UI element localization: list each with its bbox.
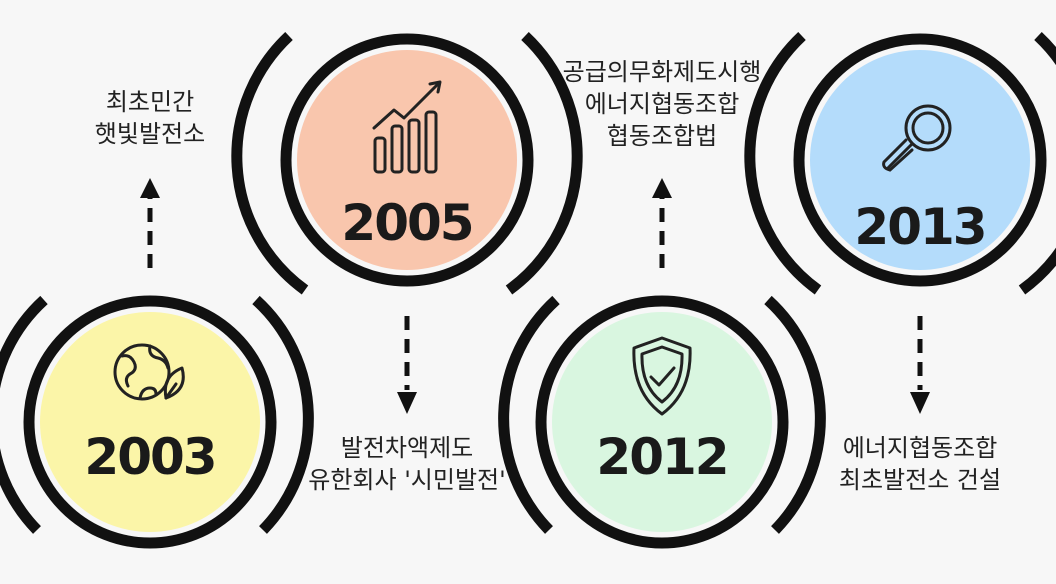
outer-arc-right	[1018, 31, 1056, 295]
caption-2013: 에너지협동조합 최초발전소 건설	[790, 432, 1050, 496]
circle-fill	[552, 312, 772, 532]
milestone-2012-circle	[498, 295, 826, 549]
circle-ring	[535, 295, 789, 549]
caption-line: 에너지협동조합	[584, 90, 740, 118]
milestone-2013-circle	[744, 31, 1056, 295]
circle-fill	[297, 50, 517, 270]
shield-check-icon	[632, 336, 692, 416]
outer-arc-right	[505, 31, 583, 295]
circle-fill	[810, 50, 1030, 270]
caption-line: 최초발전소 건설	[838, 466, 1002, 494]
caption-line: 협동조합법	[606, 122, 718, 150]
bar-chart-icon	[372, 80, 442, 174]
circle-ring	[23, 295, 277, 549]
year-2003: 2003	[84, 428, 217, 486]
connector-2012-up	[652, 178, 672, 268]
outer-arc-left	[231, 31, 309, 295]
caption-line: 발전차액제도	[340, 434, 474, 462]
connector-2003-up	[140, 178, 160, 268]
globe-leaf-icon	[113, 343, 185, 401]
outer-arc-right	[764, 295, 826, 534]
caption-line: 최초민간	[105, 88, 195, 116]
connector-2013-down	[910, 316, 930, 414]
caption-line: 유한회사 '시민발전'	[308, 466, 506, 494]
year-2013: 2013	[854, 198, 987, 256]
milestone-2003-circle	[0, 295, 314, 549]
outer-arc-left	[498, 295, 560, 534]
connector-2005-down	[397, 316, 417, 414]
magnifier-icon	[882, 104, 952, 172]
outer-arc-left	[744, 31, 822, 295]
caption-line: 공급의무화제도시행	[562, 58, 762, 86]
caption-2012: 공급의무화제도시행 에너지협동조합 협동조합법	[532, 56, 792, 152]
caption-2005: 발전차액제도 유한회사 '시민발전'	[277, 432, 537, 496]
year-2012: 2012	[596, 428, 729, 486]
outer-arc-left	[0, 295, 48, 534]
year-2005: 2005	[341, 194, 474, 252]
circle-ring	[793, 33, 1047, 287]
circle-ring	[280, 33, 534, 287]
caption-line: 햇빛발전소	[94, 120, 206, 148]
caption-line: 에너지협동조합	[842, 434, 998, 462]
caption-2003: 최초민간 햇빛발전소	[20, 86, 280, 150]
outer-arc-right	[252, 295, 314, 534]
circle-fill	[40, 312, 260, 532]
milestone-2005-circle	[231, 31, 583, 295]
